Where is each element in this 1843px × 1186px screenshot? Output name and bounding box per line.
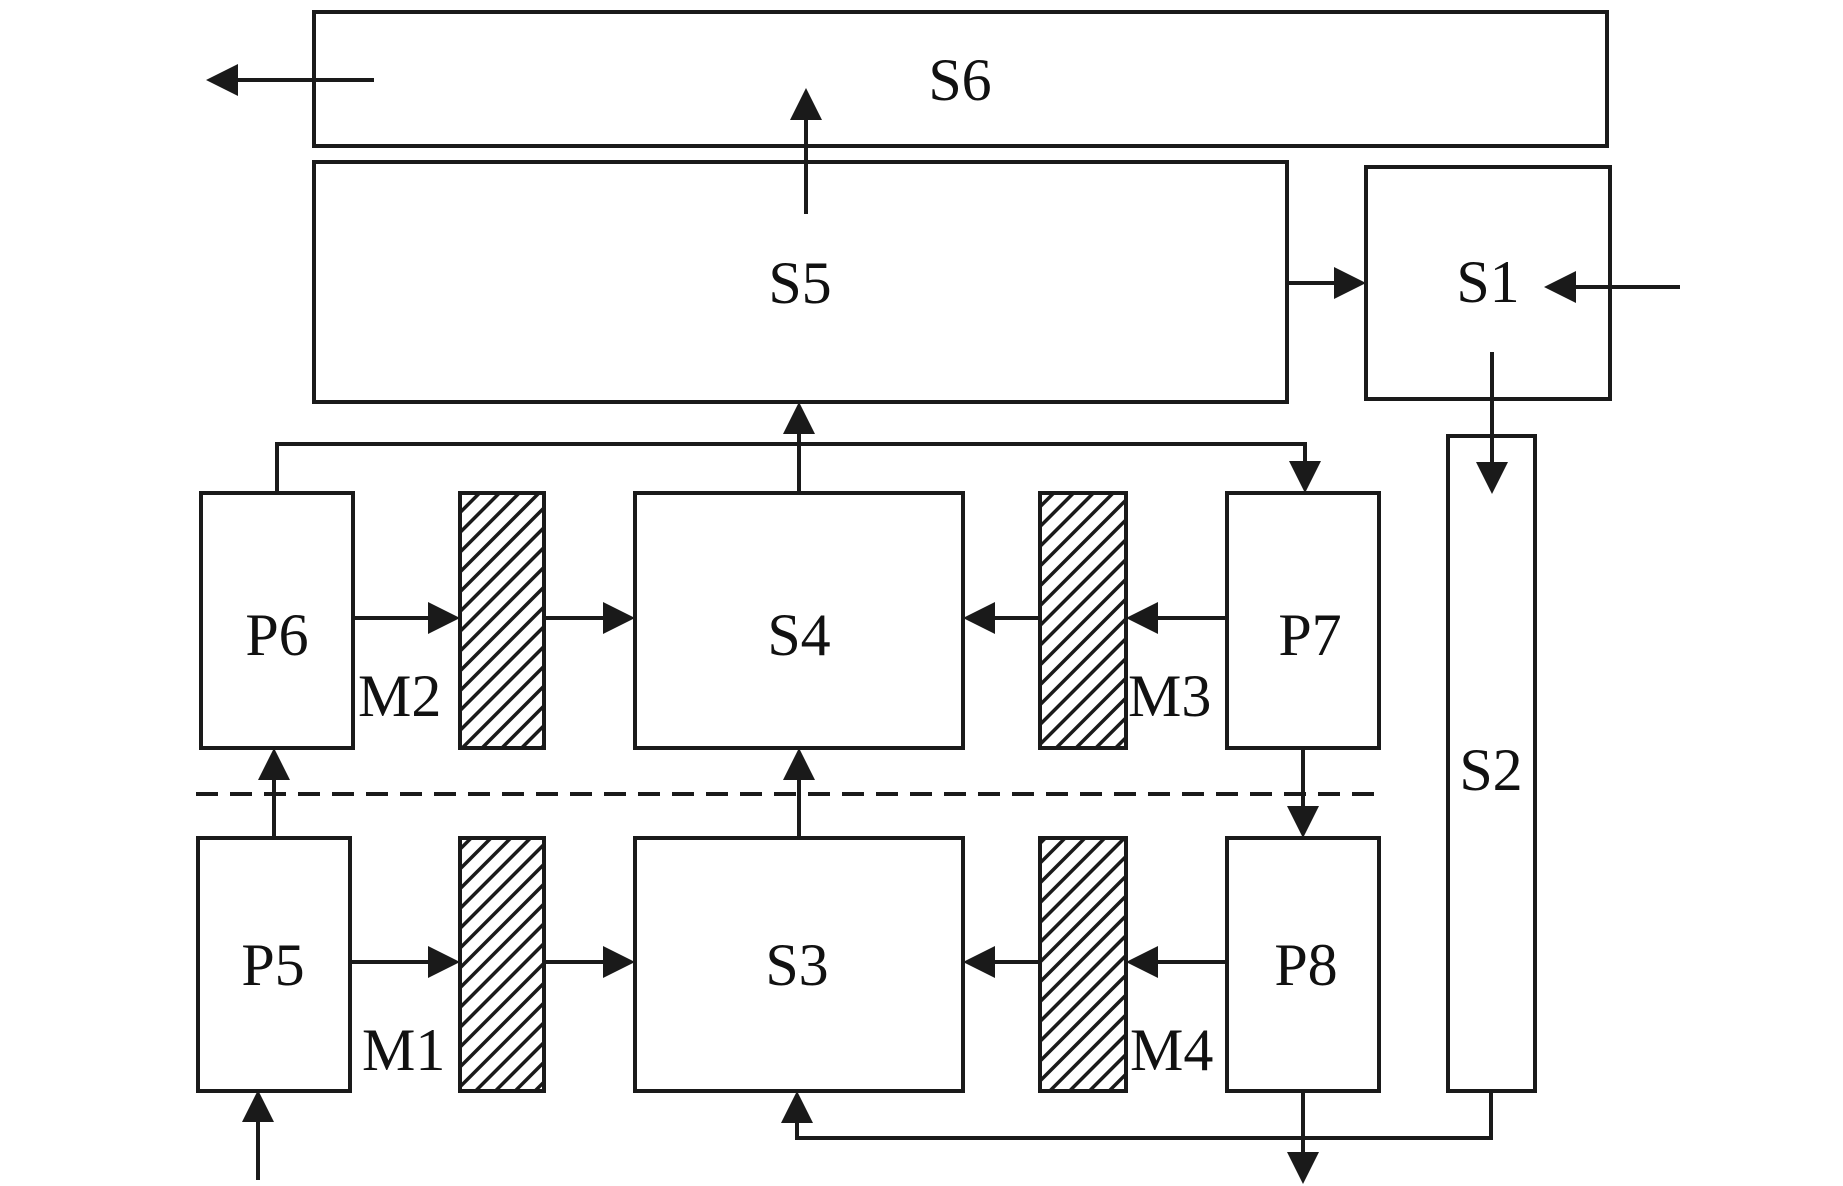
membrane-m1-bar [458,836,546,1093]
block-p8-label: P8 [1274,932,1337,998]
block-s2-label: S2 [1459,737,1522,803]
block-p6-label: P6 [245,602,308,668]
membrane-m1-label: M1 [362,1017,445,1083]
block-s3-label: S3 [765,932,828,998]
block-s5: S5 [312,160,1289,404]
block-s6-label: S6 [928,47,991,113]
block-s2: S2 [1446,434,1537,1093]
block-p5-label: P5 [241,932,304,998]
block-p6: P6 [199,491,355,750]
connector-s2-to-s3 [781,1091,1493,1140]
block-s4: S4 [633,491,965,750]
block-s1: S1 [1364,165,1612,401]
membrane-m2-label: M2 [358,663,441,729]
membrane-m2-bar [458,491,546,750]
block-p5: P5 [196,836,352,1093]
membrane-m4-bar [1038,836,1128,1093]
block-s3: S3 [633,836,965,1093]
block-p7-label: P7 [1278,602,1341,668]
block-p7: P7 [1225,491,1381,750]
membrane-m3-label: M3 [1128,663,1211,729]
connector-p6-to-p7 [275,442,1321,493]
block-s6: S6 [312,10,1609,148]
block-s1-label: S1 [1456,249,1519,315]
block-s4-label: S4 [767,602,830,668]
block-s5-label: S5 [768,250,831,316]
membrane-m3-bar [1038,491,1128,750]
membrane-m4-label: M4 [1130,1017,1213,1083]
block-p8: P8 [1225,836,1381,1093]
